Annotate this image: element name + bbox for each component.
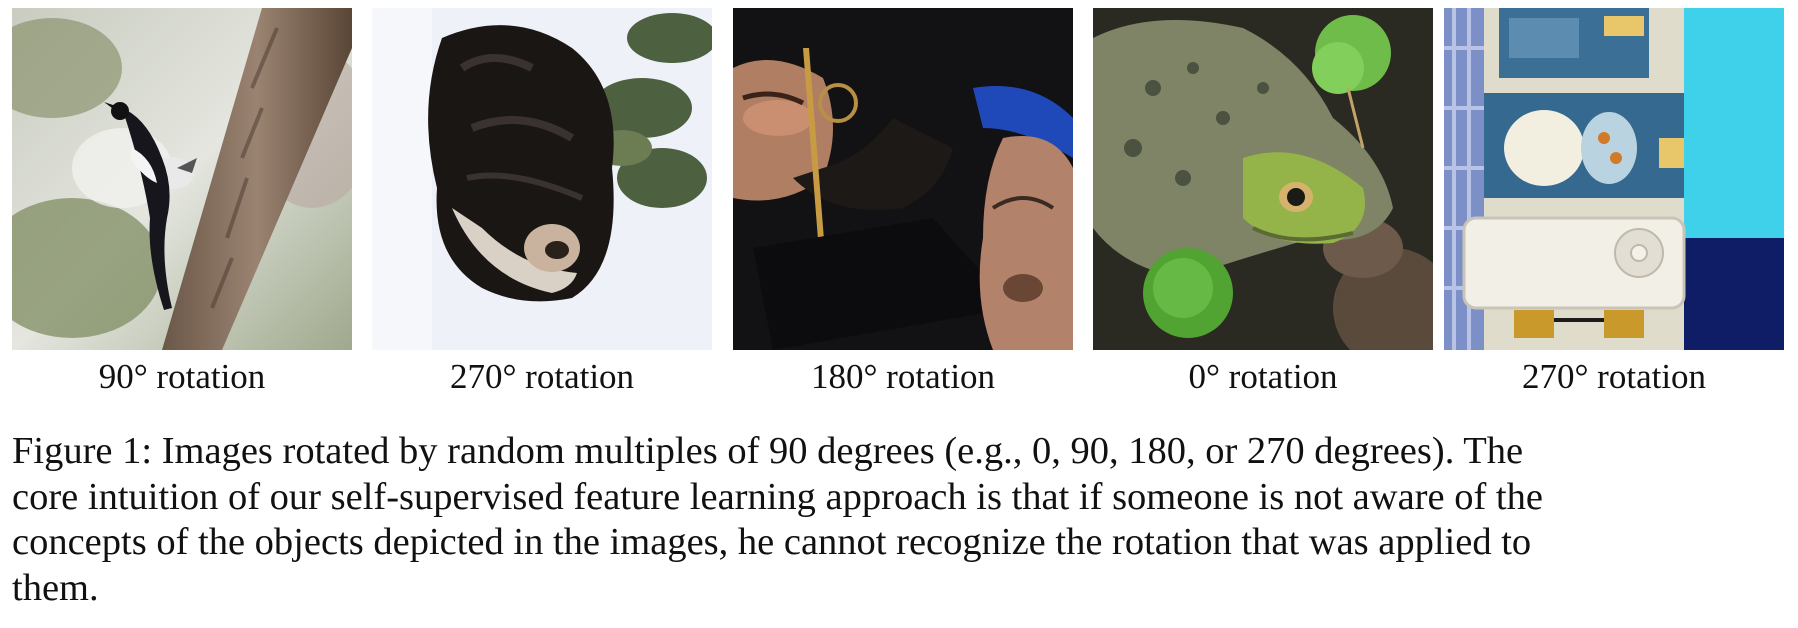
- dog-image: [372, 8, 712, 350]
- caption-line: concepts of the objects depicted in the …: [12, 521, 1532, 563]
- caption-line: them.: [12, 566, 99, 609]
- bathroom-image: [1444, 8, 1784, 350]
- image-panel-bird: [12, 8, 352, 350]
- image-panel-dog: [372, 8, 712, 350]
- panel-label-5: 270° rotation: [1521, 357, 1707, 396]
- bird-image: [12, 8, 352, 350]
- panel-label-3: 180° rotation: [810, 357, 996, 396]
- panel-label-1: 90° rotation: [98, 357, 266, 396]
- caption-line: core intuition of our self-supervised fe…: [12, 475, 1543, 518]
- panel-label-4: 0° rotation: [1188, 357, 1338, 396]
- image-panel-graduate: [733, 8, 1073, 350]
- figure-caption: Figure 1: Images rotated by random multi…: [12, 429, 1798, 611]
- image-panel-bathroom: [1444, 8, 1784, 350]
- graduate-image: [733, 8, 1073, 350]
- panel-label-2: 270° rotation: [449, 357, 635, 396]
- caption-line: Figure 1: Images rotated by random multi…: [12, 430, 1524, 472]
- frog-image: [1093, 8, 1433, 350]
- image-panel-frog: [1093, 8, 1433, 350]
